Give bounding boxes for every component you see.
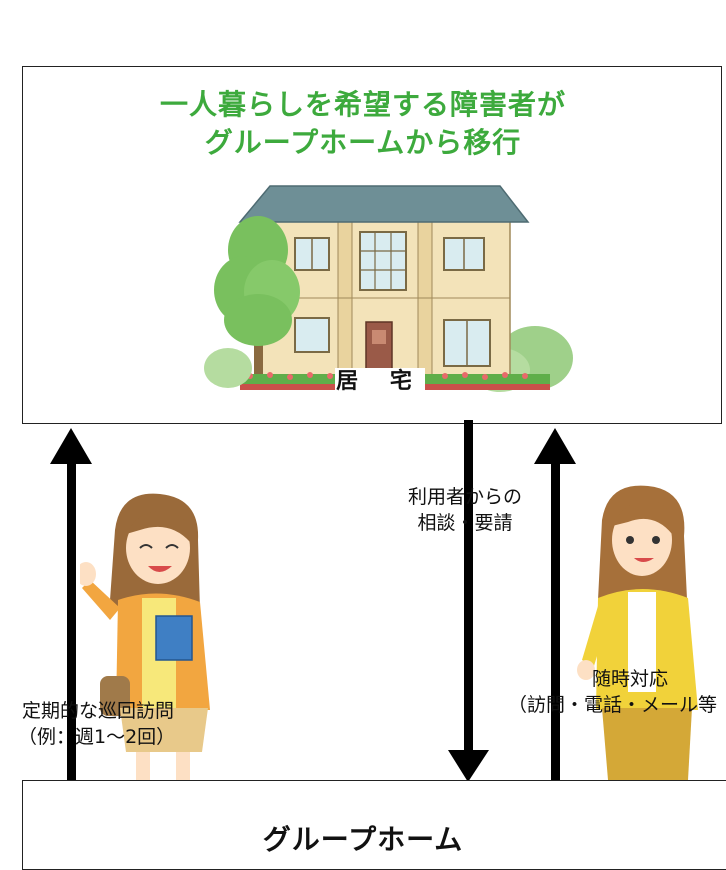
left-up-arrow [50,428,92,782]
group-home-title: グループホーム [262,823,464,856]
right-label-line1: 随時対応 [591,668,668,690]
house-illustration [204,185,573,392]
residence-title-line2: グループホームから移行 [204,126,522,159]
arrows [50,420,576,782]
residence-title-line1: 一人暮らしを希望する障害者が [159,88,566,121]
left-label-line2: （例：週1～2回） [18,726,176,748]
center-label-line2: 相談・要請 [417,512,513,534]
residence-label: 居 宅 [335,368,425,396]
center-down-arrow [448,420,489,782]
staff-person-right [577,485,698,780]
staff-person-left [80,493,210,780]
right-up-arrow [534,428,576,782]
right-label-line2: （訪問・電話・メール等 [508,694,718,716]
center-label-line1: 利用者からの [407,486,522,508]
left-label-line1: 定期的な巡回訪問 [22,700,175,722]
